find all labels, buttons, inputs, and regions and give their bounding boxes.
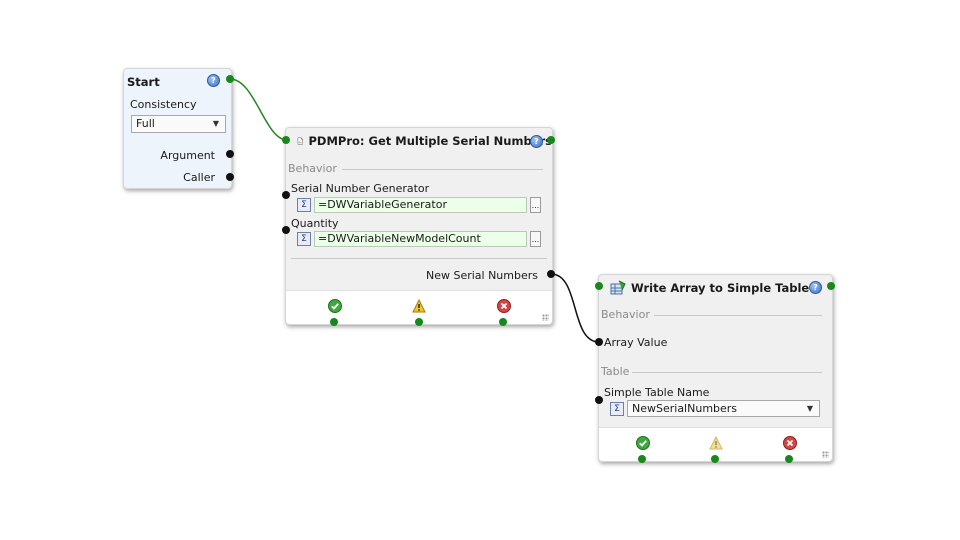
quantity-label: Quantity (291, 217, 339, 230)
pdm-error-port[interactable] (499, 318, 507, 326)
argument-label: Argument (160, 149, 215, 162)
sigma-icon[interactable]: Σ (297, 232, 311, 246)
pdm-title: PDMPro: Get Multiple Serial Numbers (308, 134, 553, 148)
help-icon[interactable]: ? (207, 74, 220, 87)
write-success-port[interactable] (638, 455, 646, 463)
quantity-browse-button[interactable]: ... (530, 231, 541, 247)
error-icon[interactable] (497, 299, 511, 313)
consistency-label: Consistency (130, 98, 197, 111)
behavior-section-label: Behavior (601, 308, 650, 321)
document-icon (297, 137, 303, 145)
pdm-success-port[interactable] (330, 318, 338, 326)
write-node-title: Write Array to Simple Table (599, 275, 832, 301)
pdm-node-title: PDMPro: Get Multiple Serial Numbers (286, 128, 552, 154)
divider (342, 169, 543, 170)
write-output-port[interactable] (827, 282, 835, 290)
divider (654, 315, 822, 316)
start-node[interactable]: Start ? Consistency Full ▼ Argument Call… (123, 68, 232, 189)
wire-start-to-pdm (229, 78, 288, 141)
success-icon[interactable] (328, 299, 342, 313)
help-icon[interactable]: ? (530, 135, 543, 148)
new-serial-numbers-label: New Serial Numbers (425, 269, 538, 282)
chevron-down-icon: ▼ (212, 119, 219, 128)
array-value-port[interactable] (595, 338, 603, 346)
start-node-title: Start (124, 69, 231, 95)
consistency-value: Full (136, 117, 155, 130)
generator-port[interactable] (282, 191, 290, 199)
table-section-label: Table (601, 365, 630, 378)
warning-icon[interactable] (709, 436, 723, 450)
pdm-input-port[interactable] (282, 136, 290, 144)
divider (632, 372, 822, 373)
simple-table-name-select[interactable]: NewSerialNumbers ▼ (627, 400, 820, 417)
resize-grip[interactable] (822, 451, 829, 458)
pdm-warning-port[interactable] (415, 318, 423, 326)
warning-icon[interactable] (412, 299, 426, 313)
pdm-node[interactable]: PDMPro: Get Multiple Serial Numbers ? Be… (285, 127, 553, 325)
generator-browse-button[interactable]: ... (530, 197, 541, 213)
write-error-port[interactable] (785, 455, 793, 463)
array-value-label: Array Value (604, 336, 668, 349)
quantity-field[interactable]: =DWVariableNewModelCount (314, 231, 527, 247)
start-output-port[interactable] (226, 75, 234, 83)
new-serial-numbers-port[interactable] (547, 270, 555, 278)
generator-field[interactable]: =DWVariableGenerator (314, 197, 527, 213)
write-array-node[interactable]: Write Array to Simple Table ? Behavior A… (598, 274, 833, 462)
error-icon[interactable] (783, 436, 797, 450)
divider (291, 258, 547, 259)
sigma-icon[interactable]: Σ (297, 198, 311, 212)
write-input-port[interactable] (595, 282, 603, 290)
wire-serials-to-array (550, 273, 600, 343)
write-title: Write Array to Simple Table (631, 281, 810, 295)
simple-table-name-value: NewSerialNumbers (632, 402, 738, 415)
caller-label: Caller (183, 171, 215, 184)
generator-label: Serial Number Generator (291, 182, 430, 195)
write-warning-port[interactable] (711, 455, 719, 463)
table-write-icon (610, 280, 626, 295)
chevron-down-icon: ▼ (806, 404, 813, 413)
sigma-icon[interactable]: Σ (610, 402, 624, 416)
simple-table-name-label: Simple Table Name (604, 386, 710, 399)
help-icon[interactable]: ? (809, 281, 822, 294)
quantity-port[interactable] (282, 226, 290, 234)
success-icon[interactable] (636, 436, 650, 450)
consistency-select[interactable]: Full ▼ (131, 115, 226, 133)
start-title: Start (127, 75, 160, 89)
caller-port[interactable] (226, 173, 234, 181)
resize-grip[interactable] (542, 314, 549, 321)
pdm-output-port[interactable] (547, 136, 555, 144)
argument-port[interactable] (226, 150, 234, 158)
behavior-section-label: Behavior (288, 162, 337, 175)
simple-table-name-port[interactable] (595, 396, 603, 404)
